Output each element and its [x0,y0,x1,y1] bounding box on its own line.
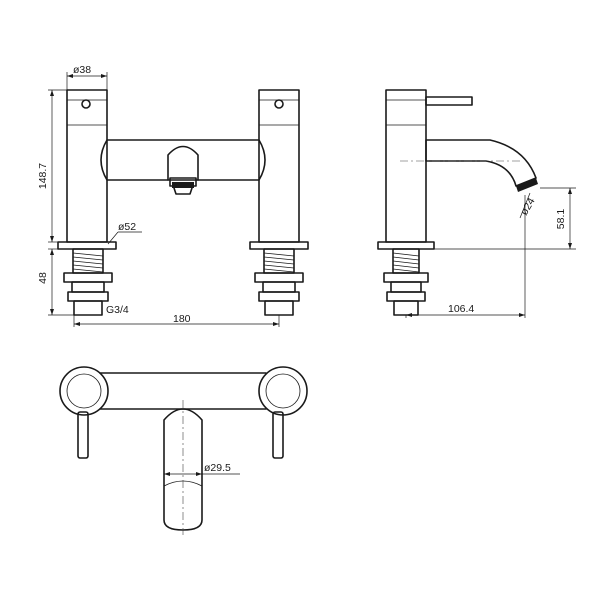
height-dimension: 148.7 [37,89,67,243]
projection-label: 106.4 [448,303,474,315]
side-spout [425,139,537,187]
base-diameter-dimension: ø52 [107,221,142,245]
outlet-diameter-dimension: ø24 [518,192,538,219]
base-diameter-label: ø52 [118,221,136,233]
side-lever [425,96,473,106]
right-valve-body [249,89,309,250]
right-thread [254,248,304,316]
left-valve-body [57,89,117,250]
spout-outlet [167,145,199,195]
spout-diameter-label: ø29.5 [204,462,231,474]
left-lever-top [77,411,89,459]
outlet-height-label: 58.1 [555,209,567,230]
thread-length-label: 48 [37,272,49,284]
side-view: ø24 58.1 106.4 [377,89,576,318]
outlet-height-dimension: 58.1 [434,187,576,250]
outlet-diameter-label: ø24 [518,196,538,218]
height-label: 148.7 [37,163,49,189]
right-lever-top [272,411,284,459]
centres-dimension: G3/4 180 [73,304,280,327]
centres-label: 180 [173,313,191,325]
projection-dimension: 106.4 [405,195,526,318]
thread-length-dimension: 48 [37,248,74,316]
bridge [100,139,266,181]
left-thread [63,248,113,316]
top-view: ø29.5 [59,366,308,535]
thread-label: G3/4 [106,304,129,316]
spout-diameter-dimension: ø29.5 [164,462,240,476]
top-diameter-label: ø38 [73,64,91,76]
front-view: ø38 148.7 ø52 48 [37,64,309,327]
top-diameter-dimension: ø38 [66,64,108,90]
top-spout [163,408,203,531]
